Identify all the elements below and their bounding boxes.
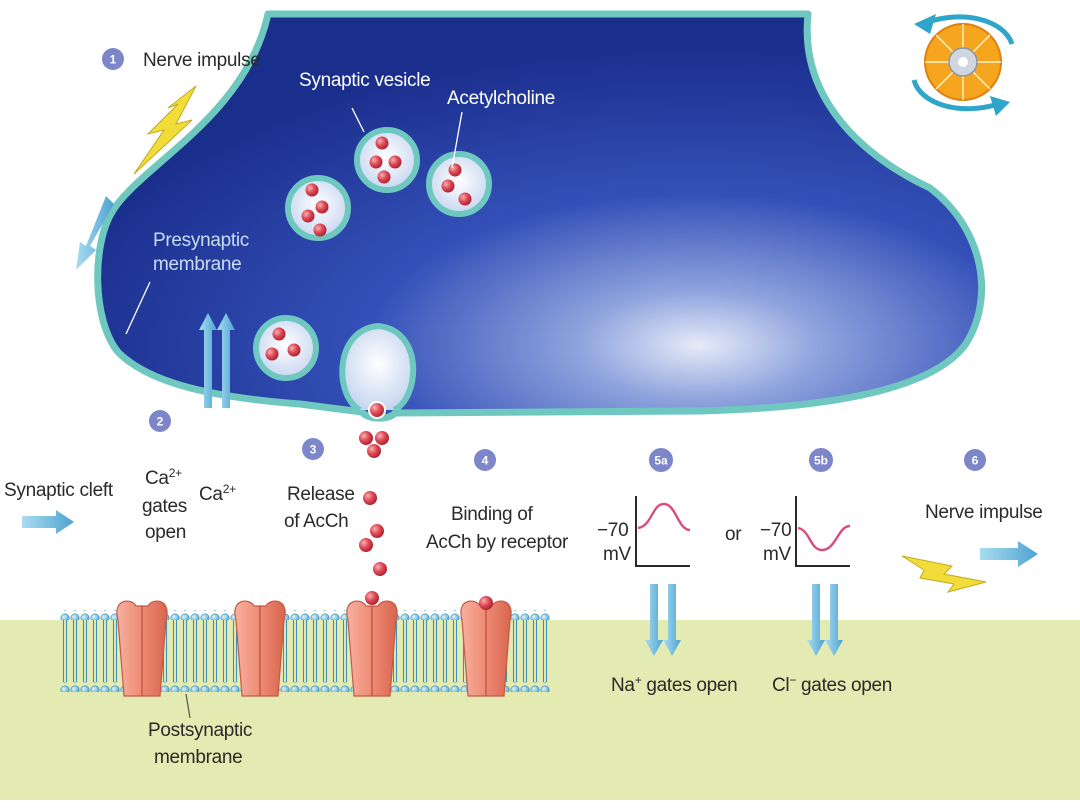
nerve-impulse-out-arrow-icon	[980, 541, 1038, 567]
step-4-badge: 4	[474, 449, 496, 471]
step-2-badge: 2	[149, 410, 171, 432]
receptor-1	[116, 600, 168, 697]
binding-label-line-2: AcCh by receptor	[426, 532, 569, 553]
postsynaptic-label-line-1: Postsynaptic	[148, 720, 252, 741]
presynaptic-label-line-2: membrane	[153, 254, 241, 275]
receptor-4	[460, 596, 512, 697]
hyperpolarization-trace	[797, 524, 851, 552]
synaptic-vesicle-1	[285, 175, 351, 241]
mv-a-value: −70	[597, 520, 628, 541]
synaptic-vesicle-3	[426, 151, 492, 217]
ca-influx-arrows-icon	[199, 313, 235, 408]
mv-b-value: −70	[760, 520, 791, 541]
synaptic-vesicle-2	[354, 127, 420, 193]
bound-acetylcholine	[479, 596, 493, 610]
presynaptic-terminal	[94, 10, 986, 422]
ca-gates-label-line-3: open	[145, 522, 186, 543]
na-gates-arrows-icon	[645, 584, 681, 656]
hyperpolarization-graph	[795, 496, 851, 567]
lightning-bolt-out-icon	[901, 555, 987, 593]
nerve-impulse-in-label: Nerve impulse	[143, 50, 261, 71]
cl-gates-arrows-icon	[807, 584, 843, 656]
nerve-impulse-in-arrow-icon	[76, 196, 114, 270]
depolarization-graph	[635, 496, 691, 567]
ca-ion-label: Ca2+	[199, 482, 236, 505]
svg-text:5a: 5a	[654, 454, 668, 468]
svg-text:4: 4	[482, 454, 489, 468]
acetylcholine-label: Acetylcholine	[447, 88, 555, 109]
vesicle-leader-line	[351, 107, 365, 133]
cd-disc-icon	[911, 14, 1015, 116]
depolarization-trace	[637, 502, 691, 532]
cl-gates-label: Cl− gates open	[772, 673, 892, 696]
postsynaptic-label-line-2: membrane	[154, 747, 242, 768]
na-gates-label: Na+ gates open	[611, 673, 737, 696]
postsynaptic-leader-line	[185, 693, 191, 719]
step-5b-badge: 5b	[809, 448, 833, 472]
acetylcholine-molecule	[305, 183, 319, 197]
svg-text:6: 6	[972, 454, 979, 468]
docking-vesicle	[253, 315, 319, 381]
nerve-impulse-out-label: Nerve impulse	[925, 502, 1043, 523]
release-label-line-2: of AcCh	[284, 511, 348, 532]
synaptic-vesicle-label: Synaptic vesicle	[299, 70, 430, 91]
receptor-3	[346, 600, 398, 697]
mv-b-unit: mV	[763, 544, 792, 565]
lightning-bolt-in-icon	[133, 85, 197, 175]
release-label-line-1: Release	[287, 484, 355, 505]
mv-a-unit: mV	[603, 544, 632, 565]
or-label: or	[725, 524, 742, 545]
synaptic-cleft-label: Synaptic cleft	[4, 480, 114, 501]
step-5a-badge: 5a	[649, 448, 673, 472]
step-6-badge: 6	[964, 449, 986, 471]
binding-label-line-1: Binding of	[451, 504, 534, 525]
svg-text:3: 3	[310, 443, 317, 457]
svg-text:5b: 5b	[814, 454, 828, 468]
ca-gates-label-line-1: Ca2+	[145, 466, 182, 489]
receptor-2	[234, 600, 286, 697]
acetylcholine-leader-line	[451, 111, 463, 169]
presynaptic-leader-line	[125, 281, 151, 335]
fusing-vesicle	[339, 322, 417, 419]
svg-text:1: 1	[110, 53, 117, 67]
ca-gates-label-line-2: gates	[142, 496, 187, 517]
step-3-badge: 3	[302, 438, 324, 460]
synaptic-cleft-arrow-icon	[22, 510, 74, 534]
presynaptic-label-line-1: Presynaptic	[153, 230, 249, 251]
step-1-badge: 1	[102, 48, 124, 70]
svg-text:2: 2	[157, 415, 164, 429]
released-acetylcholine	[359, 431, 389, 605]
